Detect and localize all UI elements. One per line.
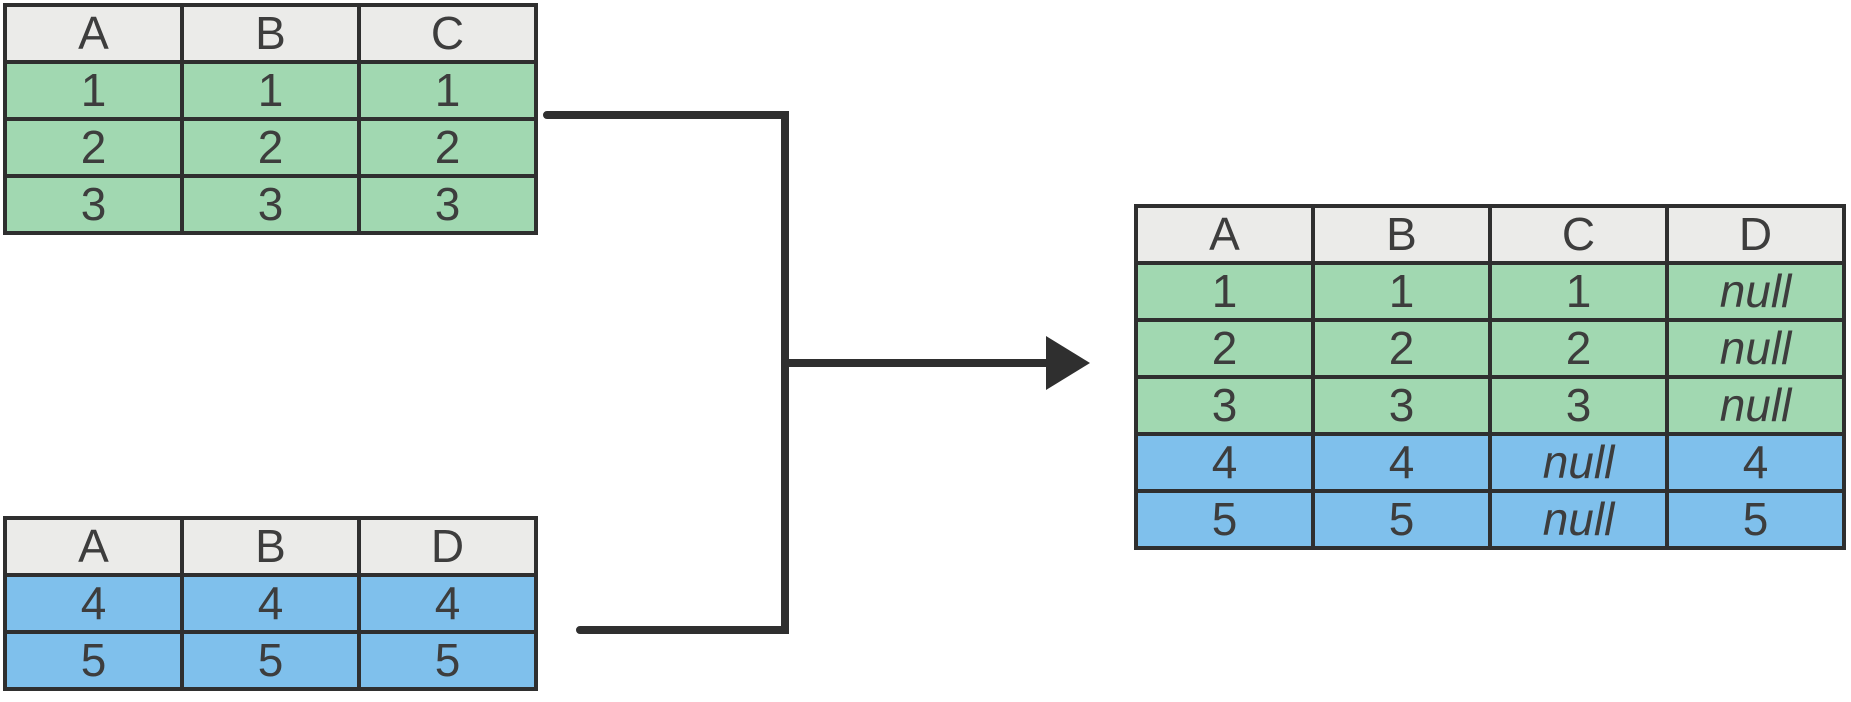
column-header-c: C — [1488, 204, 1669, 265]
table-cell: 2 — [357, 117, 538, 178]
column-header-d: D — [1665, 204, 1846, 265]
table-cell: 3 — [180, 174, 361, 235]
table-cell: null — [1665, 375, 1846, 436]
table-cell: 2 — [1488, 318, 1669, 379]
table-cell: 2 — [1311, 318, 1492, 379]
table-cell: null — [1665, 261, 1846, 322]
column-header-b: B — [180, 3, 361, 64]
bracket-line — [543, 111, 789, 634]
column-header-b: B — [180, 516, 361, 577]
table-cell: 1 — [180, 60, 361, 121]
arrowhead-icon — [1046, 336, 1090, 390]
table-cell: 1 — [1134, 261, 1315, 322]
table-cell: 2 — [180, 117, 361, 178]
table-cell: 3 — [357, 174, 538, 235]
table-cell: 1 — [1311, 261, 1492, 322]
table-cell: 4 — [3, 573, 184, 634]
table-cell: 4 — [1134, 432, 1315, 493]
column-header-a: A — [1134, 204, 1315, 265]
table-cell: 5 — [357, 630, 538, 691]
table-cell: 3 — [1134, 375, 1315, 436]
table-cell: 5 — [180, 630, 361, 691]
table-cell: 2 — [1134, 318, 1315, 379]
column-header-d: D — [357, 516, 538, 577]
column-header-a: A — [3, 516, 184, 577]
table-cell: 3 — [1311, 375, 1492, 436]
table-cell: 5 — [3, 630, 184, 691]
table-cell: 5 — [1665, 489, 1846, 550]
table-cell: null — [1665, 318, 1846, 379]
table-cell: 5 — [1134, 489, 1315, 550]
column-header-a: A — [3, 3, 184, 64]
table-cell: 1 — [357, 60, 538, 121]
table-cell: 1 — [3, 60, 184, 121]
table-cell: 4 — [180, 573, 361, 634]
column-header-b: B — [1311, 204, 1492, 265]
table-cell: 1 — [1488, 261, 1669, 322]
table-cell: 4 — [357, 573, 538, 634]
table-cell: 3 — [3, 174, 184, 235]
table-cell: 5 — [1311, 489, 1492, 550]
table-cell: 4 — [1665, 432, 1846, 493]
column-header-c: C — [357, 3, 538, 64]
table-cell: 4 — [1311, 432, 1492, 493]
table-cell: null — [1488, 489, 1669, 550]
table-cell: 2 — [3, 117, 184, 178]
table-cell: 3 — [1488, 375, 1669, 436]
table-cell: null — [1488, 432, 1669, 493]
